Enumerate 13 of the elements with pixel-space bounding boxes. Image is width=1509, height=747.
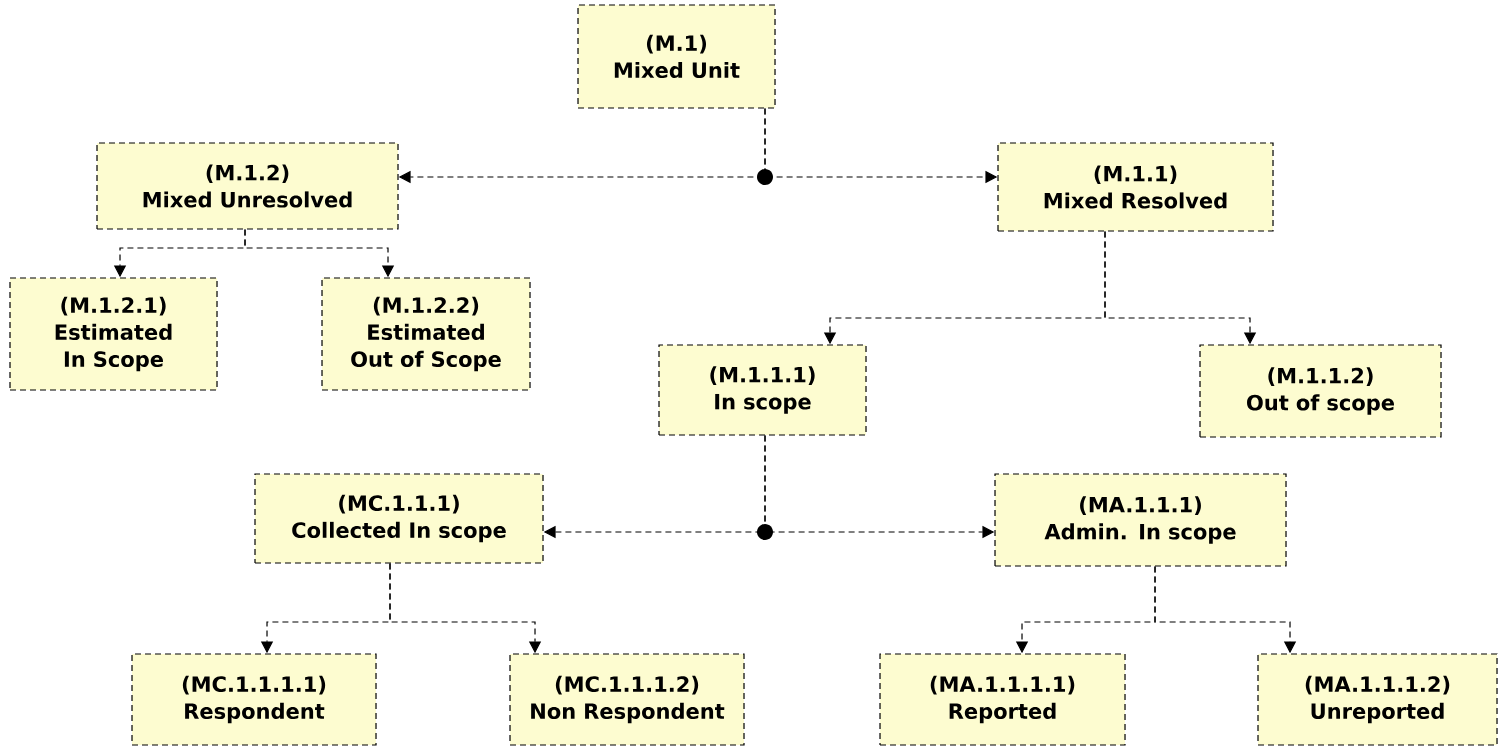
process-box: (MC.1.1.1) Collected In scope: [254, 473, 544, 564]
process-box: (M.1.1.2) Out of scope: [1199, 344, 1442, 438]
process-box: (M.1.1.1) In scope: [658, 344, 867, 436]
process-box: (M.1.1) Mixed Resolved: [997, 142, 1274, 232]
process-box: (MA.1.1.1.2) Unreported: [1257, 653, 1498, 746]
process-box: (M.1) Mixed Unit: [577, 4, 776, 109]
process-box: (M.1.2.2) Estimated Out of Scope: [321, 277, 531, 391]
process-box: (MC.1.1.1.1) Respondent: [131, 653, 377, 746]
process-box: (MA.1.1.1) Admin. In scope: [994, 473, 1287, 567]
process-box: (M.1.2.1) Estimated In Scope: [9, 277, 218, 391]
process-box: (MC.1.1.1.2) Non Respondent: [509, 653, 745, 746]
process-box: (MA.1.1.1.1) Reported: [879, 653, 1126, 746]
process-box: (M.1.2) Mixed Unresolved: [96, 142, 399, 230]
